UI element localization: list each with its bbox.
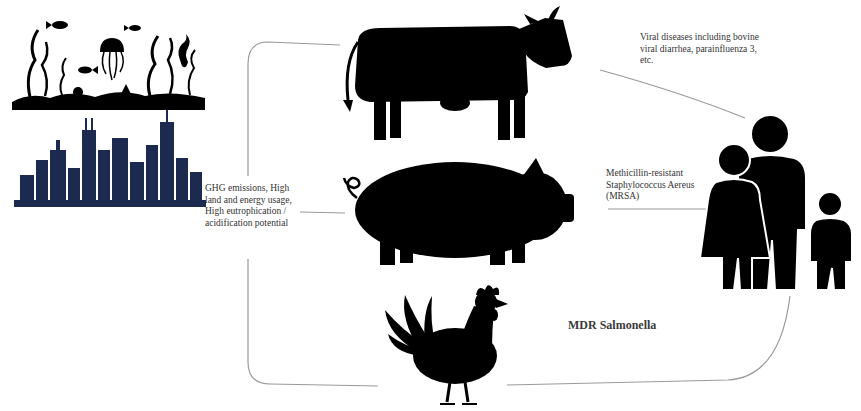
leader-line-part (507, 296, 790, 385)
ocean-scene-part (60, 58, 66, 95)
ocean-scene-part (178, 34, 189, 67)
city-skyline-part (91, 118, 93, 132)
city-skyline (14, 110, 206, 207)
cow-silhouette-part (440, 95, 470, 111)
ocean-scene (12, 21, 205, 110)
disease-note: MDR Salmonella (568, 318, 658, 332)
leader-line (248, 42, 790, 386)
rooster-silhouette-part (440, 403, 477, 405)
family-silhouette-part (818, 192, 842, 216)
ocean-scene-part (73, 87, 83, 97)
ocean-scene-part (102, 52, 123, 80)
city-skyline-part (36, 160, 48, 202)
rooster-silhouette-part (447, 382, 468, 402)
ocean-scene-part (12, 92, 205, 110)
ocean-scene-part (148, 36, 158, 96)
family-silhouette-part (700, 179, 770, 290)
cow-silhouette-part (514, 88, 525, 138)
rooster-silhouette-part (388, 334, 426, 356)
city-skyline-part (160, 122, 174, 202)
pig-silhouette-part (400, 240, 413, 263)
cow-silhouette-part (390, 90, 401, 138)
family-silhouette-part (810, 218, 852, 290)
city-skyline-part (85, 118, 87, 132)
leader-line-part (248, 259, 378, 386)
cow-silhouette-part (524, 14, 540, 24)
cow-silhouette-part (548, 6, 560, 21)
rooster-silhouette-part (490, 309, 498, 321)
leader-line-part (248, 42, 340, 176)
ocean-scene-part (100, 38, 124, 52)
ocean-scene-part (124, 25, 129, 31)
disease-note: Viral diseases including bovine viral di… (640, 32, 772, 67)
ocean-scene-part (168, 38, 173, 94)
city-skyline-part (68, 168, 80, 202)
leader-line-part (608, 208, 710, 209)
pig-silhouette-part (512, 238, 525, 263)
cow-silhouette (343, 6, 572, 140)
city-skyline-part (146, 145, 158, 202)
city-skyline-part (190, 172, 202, 202)
ocean-scene-part (120, 84, 132, 96)
family-silhouette-part (718, 144, 750, 176)
pig-silhouette-part (503, 172, 567, 240)
ocean-scene-part (129, 25, 141, 31)
city-skyline-part (130, 162, 144, 202)
city-skyline-part (176, 158, 188, 202)
rooster-silhouette (385, 285, 508, 404)
rooster-silhouette-part (424, 296, 435, 345)
leader-line-part (600, 70, 745, 118)
city-skyline-part (56, 140, 60, 152)
ocean-scene-part (52, 21, 68, 29)
city-skyline-part (50, 150, 66, 202)
ocean-scene-part (92, 66, 98, 74)
cow-silhouette-part (512, 18, 572, 68)
impact-note: GHG emissions, High land and energy usag… (205, 183, 299, 229)
city-skyline-part (112, 138, 128, 202)
cow-silhouette-part (347, 42, 358, 100)
rooster-silhouette-part (476, 285, 499, 295)
pig-silhouette (344, 158, 574, 265)
ocean-scene-part (78, 67, 92, 74)
city-skyline-part (82, 130, 96, 202)
family-silhouette (700, 115, 852, 290)
disease-note: Methicillin-resistant Staphylococcus Aer… (606, 168, 716, 203)
pig-silhouette-part (520, 158, 548, 182)
leader-line-part (300, 212, 345, 213)
cow-silhouette-part (343, 100, 353, 112)
family-silhouette-part (751, 115, 789, 153)
city-skyline-part (20, 175, 34, 202)
ocean-scene-part (28, 30, 38, 97)
rooster-silhouette-part (496, 299, 508, 308)
pig-silhouette-part (558, 194, 574, 222)
ocean-scene-part (46, 21, 52, 29)
pig-silhouette-part (490, 240, 505, 265)
ocean-scene-part (42, 42, 47, 96)
city-skyline-part (98, 150, 110, 202)
cow-silhouette-part (374, 90, 386, 140)
ocean-scene-part (189, 50, 195, 95)
city-skyline-part (166, 110, 168, 124)
pig-silhouette-part (380, 240, 395, 265)
pig-silhouette-part (344, 178, 359, 198)
cow-silhouette-part (498, 88, 510, 140)
